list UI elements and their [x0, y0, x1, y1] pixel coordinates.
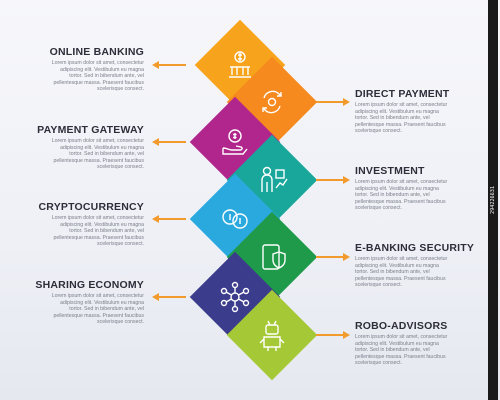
step-title: PAYMENT GATEWAY	[37, 124, 144, 136]
robot-icon	[259, 320, 285, 351]
arrow-left	[152, 138, 186, 146]
arrow-left	[152, 215, 186, 223]
stock-id: 294226631	[490, 185, 496, 215]
step-description: Lorem ipsum dolor sit amet, consectetur …	[51, 215, 144, 248]
coin-hand-icon	[222, 129, 248, 155]
step-title: CRYPTOCURRENCY	[38, 201, 144, 213]
step-title: DIRECT PAYMENT	[355, 88, 450, 100]
arrow-right	[316, 331, 350, 339]
step-description: Lorem ipsum dolor sit amet, consectetur …	[355, 102, 448, 135]
step-description: Lorem ipsum dolor sit amet, consectetur …	[51, 138, 144, 171]
shield-phone-icon	[262, 244, 286, 270]
step-description: Lorem ipsum dolor sit amet, consectetur …	[355, 334, 448, 367]
step-description: Lorem ipsum dolor sit amet, consectetur …	[51, 60, 144, 93]
step-description: Lorem ipsum dolor sit amet, consectetur …	[355, 256, 448, 289]
exchange-icon	[262, 90, 282, 114]
stock-id-strip: 294226631	[488, 0, 498, 400]
bank-icon	[229, 51, 251, 78]
arrow-left	[152, 61, 186, 69]
step-description: Lorem ipsum dolor sit amet, consectetur …	[355, 179, 448, 212]
step-title: SHARING ECONOMY	[35, 279, 144, 291]
investor-icon	[261, 166, 288, 192]
arrow-right	[316, 98, 350, 106]
step-title: INVESTMENT	[355, 165, 425, 177]
network-icon	[220, 281, 250, 313]
coins-icon	[222, 209, 248, 229]
arrow-left	[152, 293, 186, 301]
step-title: ROBO-ADVISORS	[355, 320, 448, 332]
step-title: ONLINE BANKING	[49, 46, 144, 58]
arrow-right	[316, 176, 350, 184]
step-description: Lorem ipsum dolor sit amet, consectetur …	[51, 293, 144, 326]
step-title: E-BANKING SECURITY	[355, 242, 475, 254]
arrow-right	[316, 253, 350, 261]
